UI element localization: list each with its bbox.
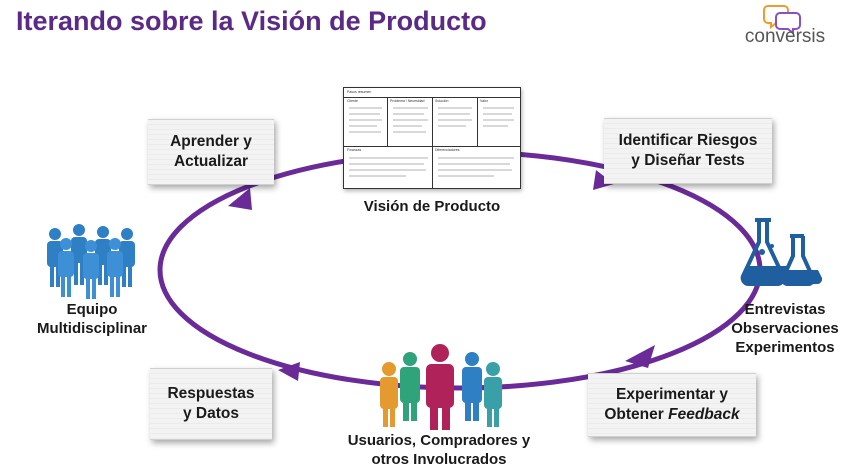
arrow-bottom-left (278, 362, 300, 381)
card-aprender: Aprender y Actualizar (148, 119, 274, 185)
label-line: otros Involucrados (371, 451, 507, 468)
card-identificar: Identificar Riesgos y Diseñar Tests (604, 118, 772, 184)
conversis-logo: conversis (735, 4, 835, 48)
card-line: Respuestas (167, 385, 255, 402)
product-vision-canvas: Pasos resumen Cliente Problema / Necesid… (343, 87, 521, 189)
canvas-text-lines (349, 107, 514, 177)
card-line: Experimentar y (616, 386, 728, 403)
card-line: Actualizar (173, 153, 249, 170)
arrow-bottom-right (625, 345, 655, 368)
label-equipo: Equipo Multidisciplinar (4, 300, 180, 338)
center-caption: Visión de Producto (363, 198, 501, 215)
card-experimentar: Experimentar y Obtener Feedback (588, 373, 756, 437)
label-line: Experimentos (735, 339, 835, 356)
card-line-italic: Feedback (668, 406, 740, 423)
arrow-top-right (593, 170, 614, 190)
card-line: Obtener Feedback (588, 405, 756, 425)
card-line: y Datos (183, 405, 239, 422)
card-line: Identificar Riesgos (618, 132, 758, 149)
logo-wordmark: conversis (744, 26, 826, 47)
canvas-cell: Diferenciadores (435, 148, 460, 152)
label-line: Equipo (66, 301, 118, 318)
canvas-cell: Problema / Necesidad (390, 99, 425, 103)
card-line: Aprender y (170, 133, 252, 150)
canvas-cell: Cliente (347, 99, 358, 103)
canvas-cell: Solución (435, 99, 449, 103)
label-line: Multidisciplinar (36, 320, 147, 337)
label-line: Observaciones (731, 320, 839, 337)
label-entrevistas: Entrevistas Observaciones Experimentos (715, 300, 855, 357)
label-usuarios: Usuarios, Compradores y otros Involucrad… (320, 431, 558, 469)
label-line: Entrevistas (744, 301, 826, 318)
label-line: Usuarios, Compradores y (347, 432, 531, 449)
canvas-header: Pasos resumen (347, 90, 372, 94)
arrow-top-left (228, 188, 252, 210)
card-respuestas: Respuestas y Datos (150, 368, 272, 440)
canvas-cell: Finanzas (347, 148, 362, 152)
card-line: y Diseñar Tests (631, 152, 745, 169)
speech-bubbles-icon (763, 5, 801, 36)
card-line-prefix: Obtener (604, 406, 669, 423)
page-title: Iterando sobre la Visión de Producto (16, 6, 487, 36)
canvas-cell: Valor (480, 99, 488, 103)
